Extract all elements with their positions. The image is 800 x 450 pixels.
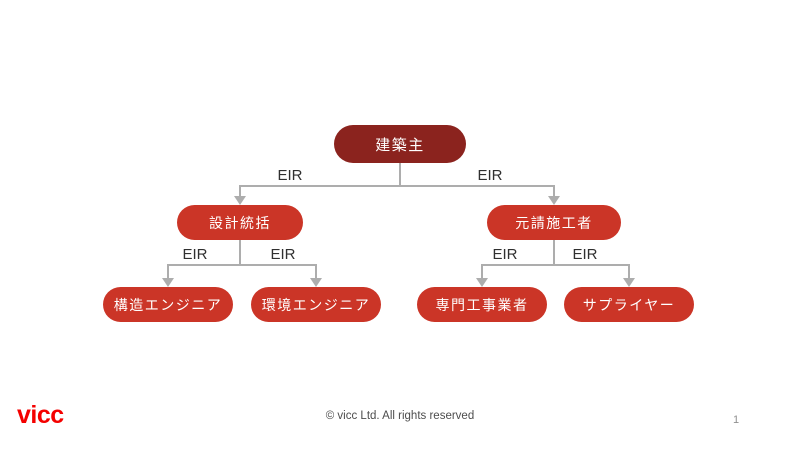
connector-line (628, 264, 630, 279)
node-environmental-engineer: 環境エンジニア (251, 287, 381, 322)
edge-label-eir: EIR (182, 246, 208, 263)
node-design-lead: 設計統括 (177, 205, 303, 240)
connector-line (481, 264, 630, 266)
node-supplier: サプライヤー (564, 287, 694, 322)
node-structural-engineer: 構造エンジニア (103, 287, 233, 322)
edge-label-eir: EIR (492, 246, 518, 263)
arrowhead-down-icon (476, 278, 488, 287)
node-building-owner: 建築主 (334, 125, 466, 163)
arrowhead-down-icon (548, 196, 560, 205)
connector-line (315, 264, 317, 279)
vicc-logo: vicc (17, 401, 64, 429)
arrowhead-down-icon (234, 196, 246, 205)
edge-label-eir: EIR (572, 246, 598, 263)
copyright-text: © vicc Ltd. All rights reserved (325, 410, 475, 422)
connector-line (239, 185, 241, 197)
connector-line (553, 240, 555, 266)
connector-line (553, 185, 555, 197)
connector-line (239, 185, 555, 187)
connector-line (399, 163, 401, 186)
edge-label-eir: EIR (277, 167, 303, 184)
edge-label-eir: EIR (477, 167, 503, 184)
edge-label-eir: EIR (270, 246, 296, 263)
arrowhead-down-icon (310, 278, 322, 287)
arrowhead-down-icon (162, 278, 174, 287)
connector-line (167, 264, 169, 279)
connector-line (167, 264, 317, 266)
connector-line (239, 240, 241, 266)
node-main-contractor: 元請施工者 (487, 205, 621, 240)
node-specialist-contractor: 専門工事業者 (417, 287, 547, 322)
page-number: 1 (732, 414, 740, 426)
arrowhead-down-icon (623, 278, 635, 287)
connector-line (481, 264, 483, 279)
